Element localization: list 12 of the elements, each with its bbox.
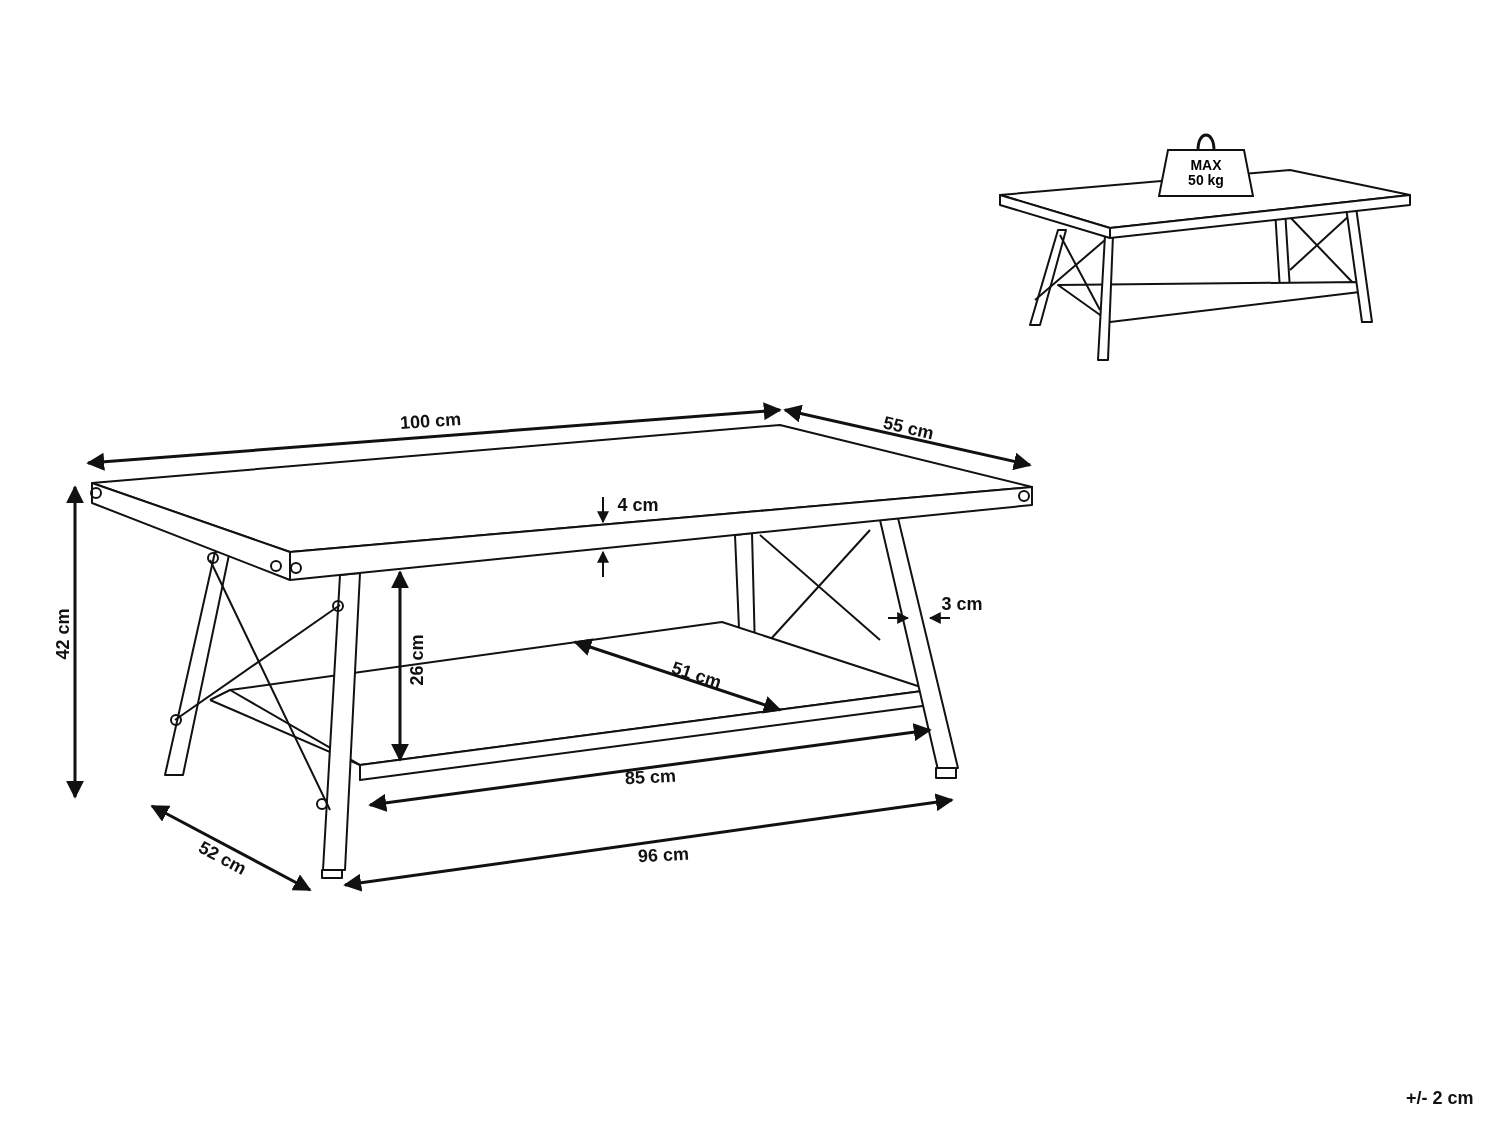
dimension-label: +/- 2 cm bbox=[1406, 1089, 1474, 1107]
dimension-label: 3 cm bbox=[941, 595, 983, 613]
dimension-label: 100 cm bbox=[398, 409, 462, 433]
dimension-label: 42 cm bbox=[53, 608, 71, 660]
dimension-label: 55 cm bbox=[881, 413, 935, 443]
dimension-label: 96 cm bbox=[637, 844, 689, 866]
dimension-label: 51 cm bbox=[668, 658, 724, 692]
weight-label: MAX 50 kg bbox=[1187, 158, 1225, 188]
dimension-label: 52 cm bbox=[195, 838, 249, 878]
dimension-label: 85 cm bbox=[624, 766, 676, 788]
dimension-label: 26 cm bbox=[407, 634, 425, 686]
dimension-label: 4 cm bbox=[617, 496, 659, 514]
